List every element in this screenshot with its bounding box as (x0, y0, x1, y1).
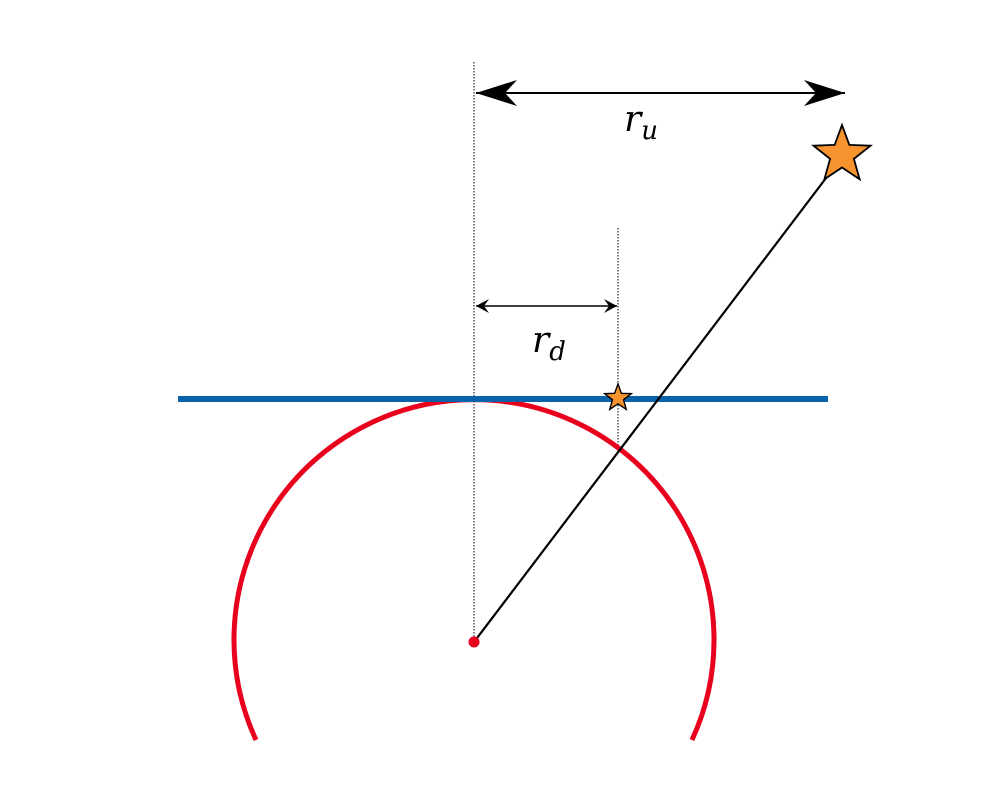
true-position-star-icon (810, 122, 874, 182)
sphere-center-dot (468, 636, 480, 648)
projection-ray (473, 156, 843, 643)
projected-position-star-icon (602, 381, 634, 411)
r-u-label: ru (624, 99, 658, 146)
r-d-label: rd (532, 320, 566, 367)
